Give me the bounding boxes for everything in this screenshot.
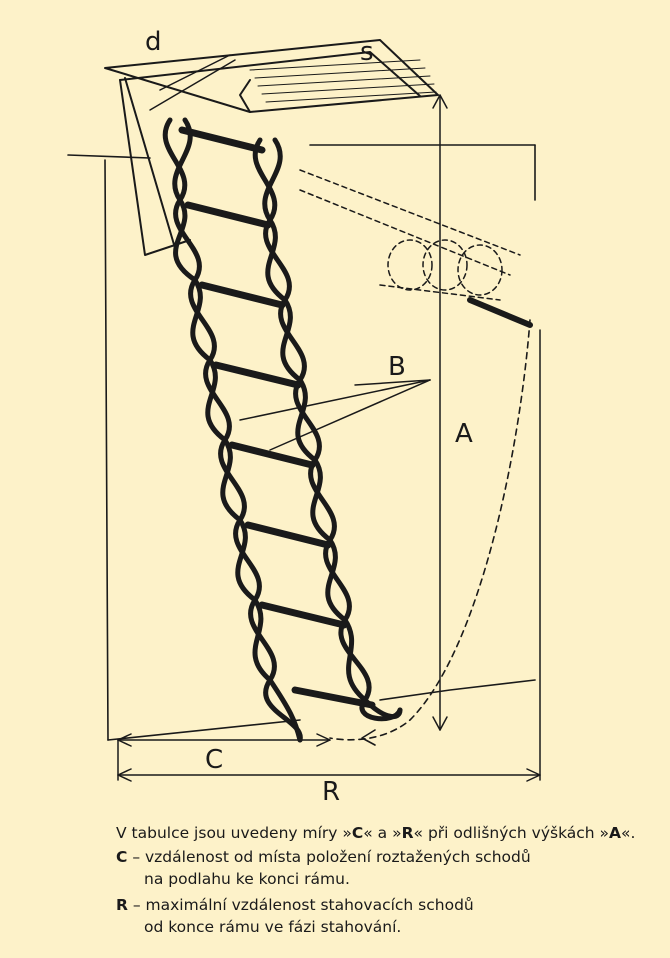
caption-r-key: R xyxy=(116,896,128,914)
caption-intro-r: R xyxy=(401,824,414,842)
caption-r-text: od konce rámu ve fázi stahování. xyxy=(144,918,402,936)
ladder-diagram: d s B A C R xyxy=(67,27,541,800)
caption-c-definition: C – vzdálenost od místa položení roztaže… xyxy=(116,846,531,868)
room-walls xyxy=(67,144,536,741)
label-r: R xyxy=(322,777,340,800)
label-a: A xyxy=(455,419,473,449)
caption-intro-a: A xyxy=(609,824,622,842)
dimension-a xyxy=(432,94,448,731)
caption-r-continuation: od konce rámu ve fázi stahování. xyxy=(144,916,401,938)
dimension-r xyxy=(117,329,541,782)
caption-r-text: – maximální vzdálenost stahovacích schod… xyxy=(127,896,474,914)
ceiling-hatch xyxy=(104,39,439,256)
caption-intro-c: C xyxy=(351,824,364,842)
swing-arrow xyxy=(361,729,376,746)
caption-intro-text: V tabulce jsou uvedeny míry » xyxy=(116,824,352,842)
caption-intro-text: « při odlišných výškách » xyxy=(413,824,610,842)
label-s: s xyxy=(360,37,374,67)
scissor-ladder xyxy=(162,117,403,743)
caption-intro-text: «. xyxy=(621,824,636,842)
caption-c-continuation: na podlahu ke konci rámu. xyxy=(144,868,350,890)
caption-c-text: na podlahu ke konci rámu. xyxy=(144,870,350,888)
label-d: d xyxy=(145,27,162,57)
folded-ladder-outline xyxy=(299,169,521,301)
caption-intro-text: « a » xyxy=(363,824,402,842)
b-pointer xyxy=(239,379,431,451)
ladder-handle xyxy=(467,297,533,328)
label-b: B xyxy=(388,352,406,382)
ladder-steps xyxy=(178,126,376,709)
label-c: C xyxy=(205,745,223,775)
caption-c-text: – vzdálenost od místa položení roztažený… xyxy=(127,848,531,866)
caption-intro: V tabulce jsou uvedeny míry »C« a »R« př… xyxy=(116,822,635,844)
caption-c-key: C xyxy=(116,848,128,866)
caption-r-definition: R – maximální vzdálenost stahovacích sch… xyxy=(116,894,474,916)
swing-arc xyxy=(329,319,531,741)
